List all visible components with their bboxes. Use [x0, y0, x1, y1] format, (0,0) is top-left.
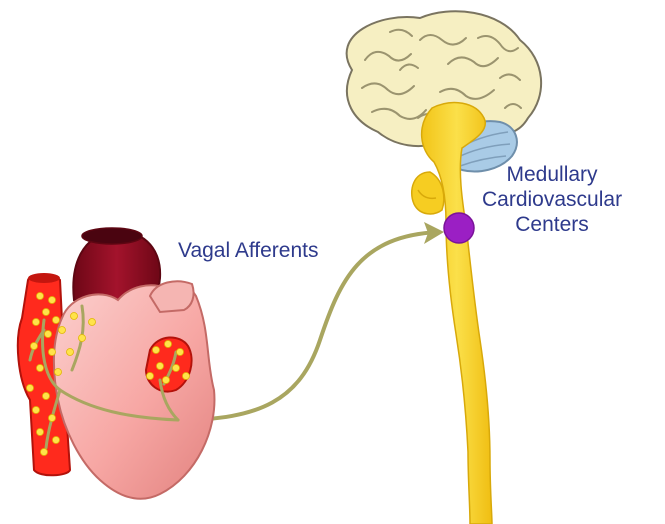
- medullary-label-line1: Medullary: [482, 162, 622, 187]
- pons: [412, 172, 444, 214]
- medullary-centers-label: Medullary Cardiovascular Centers: [482, 162, 622, 237]
- vagal-afferents-label: Vagal Afferents: [178, 238, 319, 263]
- aorta-opening: [82, 228, 142, 244]
- heart-illustration: [18, 228, 215, 499]
- heart-body: [54, 284, 215, 499]
- medullary-center-dot: [444, 213, 474, 243]
- medullary-label-line3: Centers: [482, 212, 622, 237]
- medullary-label-line2: Cardiovascular: [482, 187, 622, 212]
